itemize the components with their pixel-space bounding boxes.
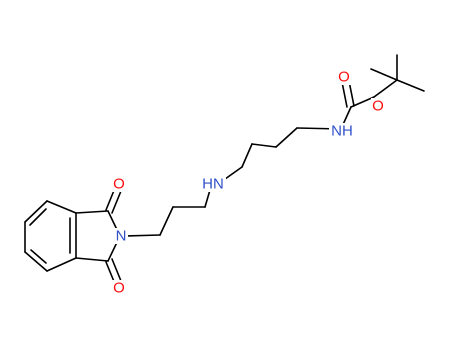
bond-tbu-methyl-right <box>396 79 425 92</box>
atom-n-carbamate: NH <box>331 123 353 140</box>
atom-o-imide-top: O <box>113 176 125 193</box>
bond-chain-1 <box>275 127 298 148</box>
bond-benz-2 <box>46 200 77 214</box>
bonds <box>24 54 425 285</box>
bond-tbu-o <box>373 79 398 98</box>
bond-benz-inner-3 <box>30 249 47 264</box>
bond-propyl-2 <box>159 206 174 236</box>
bond-co-top-b <box>111 190 122 214</box>
bond-c3-c3a <box>75 257 109 262</box>
atom-o-imide-bottom: O <box>113 280 125 297</box>
atom-n-imide: N <box>116 228 127 245</box>
bond-propyl-3 <box>125 234 161 237</box>
atom-labels: O O NH HN N O O <box>112 69 385 297</box>
bond-benz-3 <box>24 200 48 223</box>
bond-carbonyl-double-b <box>348 80 355 107</box>
atom-n-amine: HN <box>202 176 224 193</box>
bond-chain-2 <box>251 143 277 148</box>
bond-benz-6 <box>46 257 77 272</box>
atom-o-ester-boc: O <box>372 98 384 115</box>
atom-o-carbonyl-boc: O <box>338 69 350 86</box>
bond-benz-5 <box>24 251 48 272</box>
bond-carbonyl-double-a <box>341 81 348 108</box>
bond-benz-inner-2 <box>29 208 47 226</box>
bond-tbu-methyl-left <box>370 68 398 81</box>
bond-c1-c7a <box>75 210 109 214</box>
bond-chain-3 <box>241 143 253 168</box>
bond-co-bottom-b <box>111 258 122 282</box>
bond-o-carbonyl-c <box>350 96 375 108</box>
